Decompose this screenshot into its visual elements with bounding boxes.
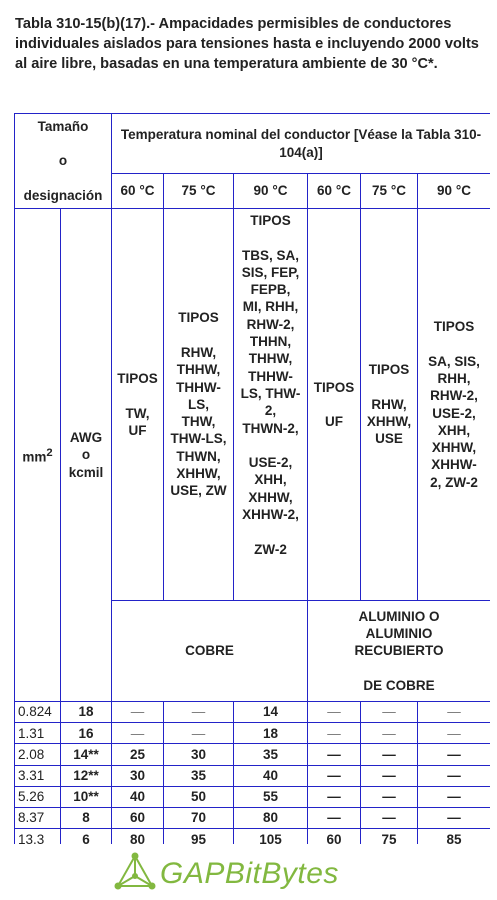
ampacity-cell: — [307, 764, 362, 787]
mm2-cell: 8.37 [14, 806, 61, 830]
ampacity-cell: 85 [417, 828, 490, 844]
ampacity-table-container[interactable]: Tamaño o designación Temperatura nominal… [14, 113, 490, 844]
temp-header-cell: 90 °C [417, 173, 490, 209]
copper-group-header: COBRE [111, 600, 309, 702]
table-row: 5.26 10** 40 50 55 — — — [14, 785, 490, 808]
awg-cell: 18 [59, 700, 113, 724]
ampacity-cell: 50 [163, 785, 235, 808]
ampacity-cell: 60 [307, 828, 362, 844]
ampacity-cell: — [360, 700, 419, 724]
temp-header-cell: 60 °C [307, 173, 362, 209]
ampacity-cell: — [417, 806, 490, 830]
ampacity-cell: 18 [233, 722, 309, 745]
table-row: 0.824 18 — — 14 — — — [14, 700, 490, 724]
temp-header-cell: 75 °C [163, 173, 235, 209]
ampacity-cell: — [163, 700, 235, 724]
ampacity-cell: — [307, 700, 362, 724]
ampacity-cell: — [307, 806, 362, 830]
ampacity-cell: 14 [233, 700, 309, 724]
awg-cell: 10** [59, 785, 113, 808]
table-row: 2.08 14** 25 30 35 — — — [14, 743, 490, 766]
table-row: 13.3 6 80 95 105 60 75 85 [14, 828, 490, 844]
awg-cell: 12** [59, 764, 113, 787]
ampacity-cell: 25 [111, 743, 165, 766]
mm2-header: mm2 [14, 208, 61, 702]
ampacity-cell: — [163, 722, 235, 745]
insulation-types-cell: TIPOS RHW, XHHW, USE [360, 208, 419, 601]
ampacity-cell: 35 [233, 743, 309, 766]
ampacity-cell: — [307, 722, 362, 745]
awg-cell: 16 [59, 722, 113, 745]
mm2-cell: 5.26 [14, 785, 61, 808]
insulation-types-cell: TIPOS UF [307, 208, 362, 601]
mm2-cell: 3.31 [14, 764, 61, 787]
temp-header-cell: 90 °C [233, 173, 309, 209]
ampacity-cell: 30 [111, 764, 165, 787]
ampacity-cell: 35 [163, 764, 235, 787]
table-row: 3.31 12** 30 35 40 — — — [14, 764, 490, 787]
insulation-types-cell: TIPOS TW, UF [111, 208, 165, 601]
brand-name: GAPBitBytes [160, 857, 339, 890]
ampacity-cell: — [417, 785, 490, 808]
ampacity-cell: — [111, 722, 165, 745]
ampacity-cell: — [417, 722, 490, 745]
insulation-types-cell: TIPOS RHW, THHW, THHW- LS, THW, THW-LS, … [163, 208, 235, 601]
temp-header-cell: 75 °C [360, 173, 419, 209]
ampacity-cell: 60 [111, 806, 165, 830]
ampacity-cell: — [360, 764, 419, 787]
ampacity-cell: 40 [233, 764, 309, 787]
mm2-cell: 0.824 [14, 700, 61, 724]
awg-kcmil-header: AWG o kcmil [59, 208, 113, 702]
aluminum-group-header: ALUMINIO O ALUMINIO RECUBIERTO DE COBRE [307, 600, 490, 702]
size-designation-header: Tamaño o designación [14, 113, 113, 209]
ampacity-cell: 95 [163, 828, 235, 844]
table-row: 1.31 16 — — 18 — — — [14, 722, 490, 745]
ampacity-cell: 55 [233, 785, 309, 808]
ampacity-cell: — [360, 722, 419, 745]
ampacity-cell: 70 [163, 806, 235, 830]
ampacity-cell: 30 [163, 743, 235, 766]
mm2-cell: 13.3 [14, 828, 61, 844]
ampacity-cell: 80 [233, 806, 309, 830]
ampacity-table: Tamaño o designación Temperatura nominal… [14, 113, 490, 844]
temperature-rating-header: Temperatura nominal del conductor [Véase… [111, 113, 490, 174]
table-row: 8.37 8 60 70 80 — — — [14, 806, 490, 830]
ampacity-cell: 75 [360, 828, 419, 844]
ampacity-cell: — [417, 700, 490, 724]
awg-cell: 14** [59, 743, 113, 766]
triangle-network-logo-icon [112, 852, 158, 897]
awg-cell: 8 [59, 806, 113, 830]
table-caption: Tabla 310-15(b)(17).- Ampacidades permis… [15, 16, 479, 72]
ampacity-cell: — [417, 743, 490, 766]
mm2-cell: 1.31 [14, 722, 61, 745]
insulation-types-cell: TIPOS SA, SIS, RHH, RHW-2, USE-2, XHH, X… [417, 208, 490, 601]
ampacity-cell: — [360, 806, 419, 830]
ampacity-cell: — [360, 743, 419, 766]
ampacity-cell: 105 [233, 828, 309, 844]
footer-banner [0, 844, 497, 900]
ampacity-cell: — [307, 785, 362, 808]
ampacity-cell: — [417, 764, 490, 787]
ampacity-cell: — [360, 785, 419, 808]
ampacity-cell: — [307, 743, 362, 766]
ampacity-cell: 80 [111, 828, 165, 844]
ampacity-cell: 40 [111, 785, 165, 808]
insulation-types-cell: TIPOS TBS, SA, SIS, FEP, FEPB, MI, RHH, … [233, 208, 309, 601]
mm2-cell: 2.08 [14, 743, 61, 766]
ampacity-cell: — [111, 700, 165, 724]
awg-cell: 6 [59, 828, 113, 844]
temp-header-cell: 60 °C [111, 173, 165, 209]
